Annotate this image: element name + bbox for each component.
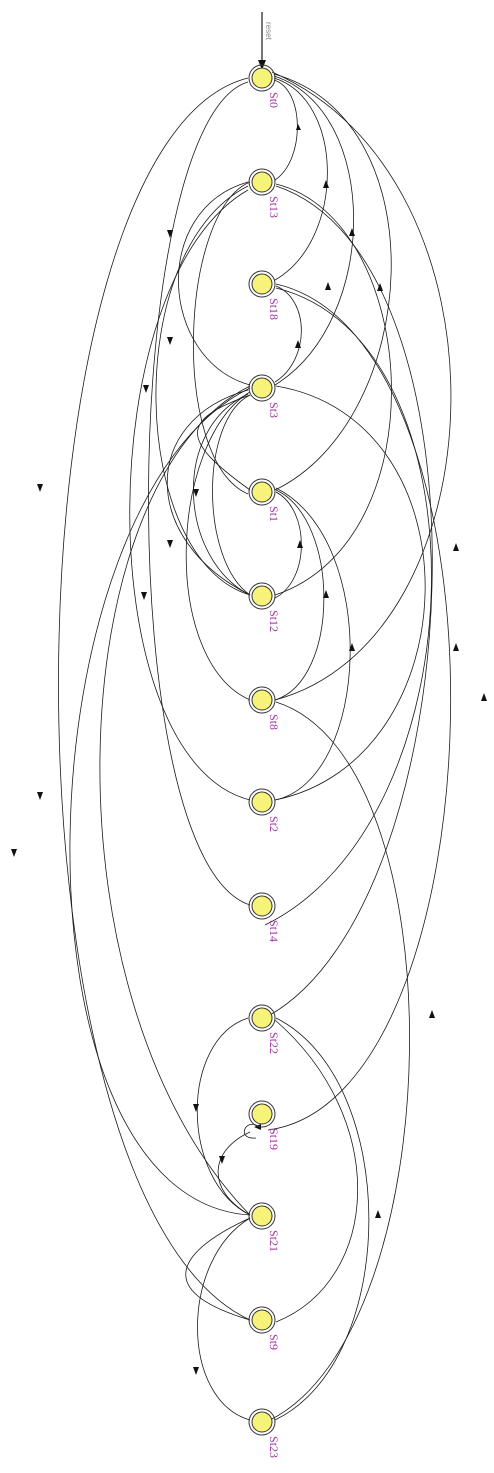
arrowheads	[11, 124, 487, 1375]
state-label: St12	[267, 610, 281, 632]
state-label: St2	[267, 816, 281, 832]
arrowhead-icon	[481, 693, 487, 701]
state-label: St22	[267, 1032, 281, 1054]
transition-edge	[274, 285, 302, 383]
transition-edge	[274, 385, 426, 801]
state-st3[interactable]: St3	[248, 374, 281, 418]
arrowhead-icon	[37, 484, 43, 492]
state-label: St18	[267, 298, 281, 320]
transition-edge	[69, 387, 251, 1216]
arrowhead-icon	[377, 283, 383, 291]
transition-edge	[185, 1217, 251, 1321]
transition-edge	[269, 185, 433, 1016]
transition-edge	[217, 1131, 251, 1216]
arrowhead-icon	[11, 849, 17, 857]
state-label: St0	[267, 92, 281, 108]
transition-edge	[267, 283, 451, 1131]
states: St0 St13 St18 St3 St1 St12	[248, 64, 281, 1458]
arrowhead-icon	[219, 1156, 225, 1164]
transition-edge	[193, 181, 251, 495]
arrowhead-icon	[167, 337, 173, 345]
transition-edge	[274, 489, 325, 701]
arrowhead-icon	[193, 1367, 199, 1375]
transition-edge	[274, 1019, 358, 1323]
arrowhead-icon	[193, 1104, 199, 1112]
arrowhead-icon	[453, 543, 459, 551]
transition-edge	[273, 77, 328, 281]
state-st19[interactable]: St19	[248, 1100, 281, 1150]
arrowhead-icon	[143, 385, 149, 393]
arrowhead-icon	[193, 489, 199, 497]
transition-edge	[193, 393, 251, 596]
state-st21[interactable]: St21	[248, 1202, 281, 1252]
transition-edge	[155, 185, 251, 596]
state-label: St8	[267, 714, 281, 730]
state-st2[interactable]: St2	[248, 788, 281, 832]
arrowhead-icon	[254, 1124, 261, 1130]
arrowhead-icon	[375, 1210, 381, 1218]
arrowhead-icon	[323, 590, 329, 598]
arrowhead-icon	[323, 180, 329, 188]
transitions	[58, 71, 452, 1421]
transition-edge	[212, 394, 251, 596]
state-st8[interactable]: St8	[248, 686, 281, 730]
state-st9[interactable]: St9	[248, 1306, 281, 1350]
transition-edge	[196, 1017, 251, 1216]
state-label: St3	[267, 402, 281, 418]
state-st13[interactable]: St13	[248, 168, 281, 218]
transition-edge	[273, 75, 355, 386]
arrowhead-icon	[349, 643, 355, 651]
state-st14[interactable]: St14	[248, 892, 281, 942]
state-st23[interactable]: St23	[248, 1408, 281, 1458]
state-st0[interactable]: St0	[248, 64, 281, 108]
arrowhead-icon	[37, 792, 43, 800]
transition-edge	[99, 385, 251, 1216]
transition-edge	[273, 73, 392, 491]
arrowhead-icon	[297, 540, 303, 548]
state-label: St14	[267, 920, 281, 942]
state-label: St1	[267, 506, 281, 522]
state-label: St21	[267, 1230, 281, 1252]
reset-arrow	[258, 12, 266, 70]
arrowhead-icon	[295, 340, 301, 348]
transition-edge	[167, 389, 251, 596]
state-st1[interactable]: St1	[248, 478, 281, 522]
transition-edge	[269, 701, 410, 1421]
state-st22[interactable]: St22	[248, 1004, 281, 1054]
state-label: St19	[267, 1128, 281, 1150]
arrowhead-icon	[429, 1010, 435, 1018]
arrowhead-icon	[167, 230, 173, 238]
arrowhead-icon	[349, 228, 355, 236]
transition-edge	[197, 394, 251, 491]
arrowhead-icon	[325, 282, 331, 290]
state-st12[interactable]: St12	[248, 582, 281, 632]
transition-edge	[197, 1217, 251, 1421]
transition-edge	[129, 189, 251, 801]
arrowhead-icon	[141, 592, 147, 600]
state-label: St23	[267, 1436, 281, 1458]
state-label: St13	[267, 196, 281, 218]
transition-edge	[271, 71, 452, 701]
transition-edge	[274, 1017, 370, 1421]
transition-edge	[178, 181, 251, 386]
transition-edge	[274, 487, 351, 801]
reset-label: reset	[264, 22, 273, 41]
state-label: St9	[267, 1334, 281, 1350]
transition-edge	[148, 81, 251, 906]
arrowhead-icon	[453, 643, 459, 651]
transition-edge	[264, 287, 432, 926]
arrowhead-icon	[296, 124, 301, 130]
transition-edge	[58, 77, 251, 1321]
arrowhead-icon	[167, 540, 173, 548]
state-st18[interactable]: St18	[248, 270, 281, 320]
transition-edge	[185, 391, 251, 701]
